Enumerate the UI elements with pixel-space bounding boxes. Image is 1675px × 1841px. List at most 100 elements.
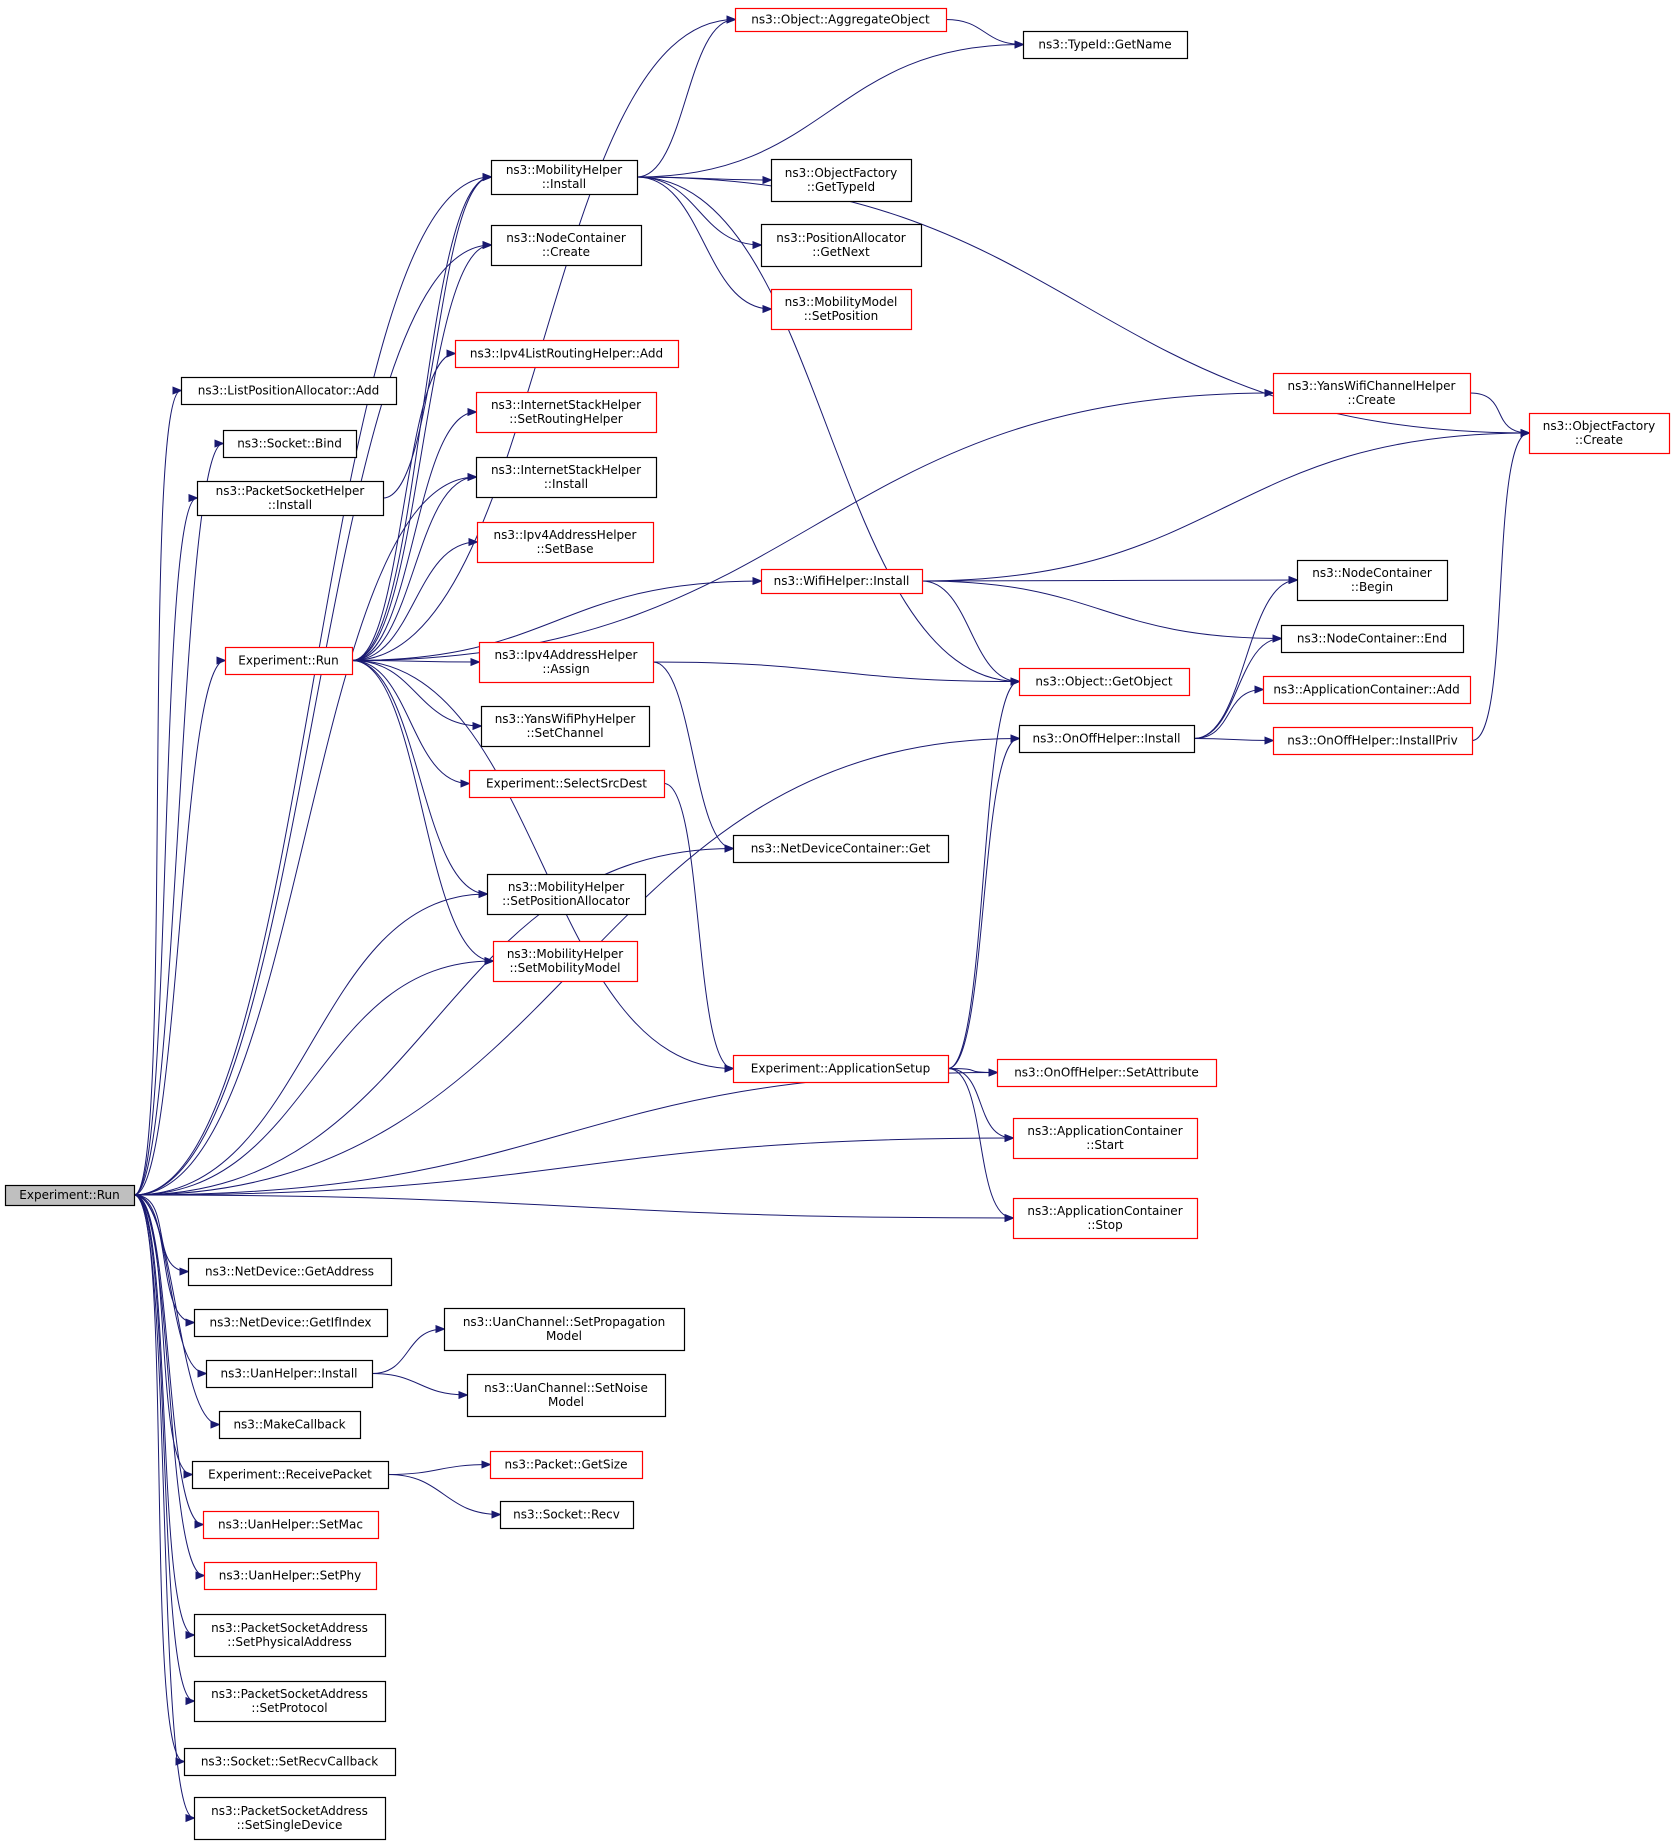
node-recvPacket[interactable]: Experiment::ReceivePacket [191, 1460, 390, 1490]
node-psaSetSingle[interactable]: ns3::PacketSocketAddress::SetSingleDevic… [193, 1796, 387, 1841]
node-box [1528, 412, 1671, 455]
node-ipv4LrhAdd[interactable]: ns3::Ipv4ListRoutingHelper::Add [454, 339, 680, 369]
edge-expRun2-to-mhSetPosAlloc [351, 660, 487, 895]
node-label: ns3::ApplicationContainer::Add [1273, 683, 1459, 697]
node-sockRecv[interactable]: ns3::Socket::Recv [499, 1500, 635, 1530]
node-box [490, 159, 639, 196]
node-label: Experiment::ReceivePacket [208, 1468, 372, 1482]
node-psaSetPhys[interactable]: ns3::PacketSocketAddress::SetPhysicalAdd… [193, 1613, 387, 1658]
edge-appSetup-to-oohSetAttr [947, 1068, 997, 1073]
node-box [193, 1680, 387, 1723]
node-ipv4AhSetBase[interactable]: ns3::Ipv4AddressHelper::SetBase [476, 521, 655, 564]
node-box [478, 641, 655, 684]
node-sockSetRecvCb[interactable]: ns3::Socket::SetRecvCallback [183, 1747, 397, 1777]
node-mhSetPosAlloc[interactable]: ns3::MobilityHelper::SetPositionAllocato… [486, 873, 647, 916]
node-box [224, 646, 354, 676]
node-box [732, 1054, 950, 1084]
node-mhSetMobModel[interactable]: ns3::MobilityHelper::SetMobilityModel [492, 940, 639, 983]
node-ywphSetChannel[interactable]: ns3::YansWifiPhyHelper::SetChannel [480, 705, 651, 748]
node-ywchCreate[interactable]: ns3::YansWifiChannelHelper::Create [1272, 372, 1472, 415]
node-lpaAdd[interactable]: ns3::ListPositionAllocator::Add [180, 376, 398, 406]
edges-layer [133, 20, 1529, 1819]
node-uhSetMac[interactable]: ns3::UanHelper::SetMac [202, 1510, 380, 1540]
node-pktGetSize[interactable]: ns3::Packet::GetSize [489, 1450, 644, 1480]
node-box [489, 1450, 644, 1480]
edge-run-to-ncCreate [133, 245, 491, 1196]
edge-expRun2-to-mhInstall [351, 177, 491, 661]
node-acStart[interactable]: ns3::ApplicationContainer::Start [1012, 1117, 1199, 1160]
node-ncCreate[interactable]: ns3::NodeContainer::Create [490, 224, 643, 267]
node-typeIdName[interactable]: ns3::TypeId::GetName [1022, 30, 1189, 60]
node-uhSetPhy[interactable]: ns3::UanHelper::SetPhy [203, 1561, 378, 1591]
node-aggObj[interactable]: ns3::Object::AggregateObject [734, 7, 948, 33]
edge-run-to-ndGetIfIndex [133, 1194, 194, 1323]
node-mmSetPos[interactable]: ns3::MobilityModel::SetPosition [770, 288, 913, 331]
node-oohInstall[interactable]: ns3::OnOffHelper::Install [1018, 724, 1196, 754]
node-label: ns3::UanHelper::SetPhy [219, 1569, 362, 1583]
node-wifiInstall[interactable]: ns3::WifiHelper::Install [760, 568, 924, 595]
node-label: ns3::InternetStackHelper [491, 398, 641, 412]
node-selectSrcDest[interactable]: Experiment::SelectSrcDest [468, 769, 666, 799]
node-makeCallback[interactable]: ns3::MakeCallback [218, 1410, 362, 1440]
node-mhInstall[interactable]: ns3::MobilityHelper::Install [490, 159, 639, 196]
node-label: ::Start [1086, 1138, 1124, 1152]
edge-expRun2-to-mhSetMobModel [351, 660, 493, 962]
node-expRun2[interactable]: Experiment::Run [224, 646, 354, 676]
node-label: Model [548, 1395, 584, 1409]
node-ncBegin[interactable]: ns3::NodeContainer::Begin [1296, 559, 1449, 602]
node-ishInstall[interactable]: ns3::InternetStackHelper::Install [475, 456, 658, 499]
edge-run-to-expRun2 [133, 661, 225, 1196]
node-psaSetProto[interactable]: ns3::PacketSocketAddress::SetProtocol [193, 1680, 387, 1723]
node-label: ns3::YansWifiPhyHelper [495, 712, 636, 726]
edge-ipv4AhAssign-to-ndcGet [652, 661, 733, 849]
edge-run-to-mhSetPosAlloc [133, 894, 487, 1196]
node-ndcGet[interactable]: ns3::NetDeviceContainer::Get [732, 834, 950, 864]
node-box [468, 769, 666, 799]
node-box [1262, 675, 1472, 705]
node-box [760, 223, 923, 268]
node-label: ::Begin [1351, 580, 1393, 594]
node-pshInstall[interactable]: ns3::PacketSocketHelper::Install [196, 480, 385, 517]
node-ipv4AhAssign[interactable]: ns3::Ipv4AddressHelper::Assign [478, 641, 655, 684]
edge-expRun2-to-ipv4AhSetBase [351, 542, 477, 661]
node-label: ns3::Object::GetObject [1035, 675, 1173, 689]
node-oohInstallPriv[interactable]: ns3::OnOffHelper::InstallPriv [1272, 726, 1474, 756]
node-box [1012, 1117, 1199, 1160]
node-label: ns3::OnOffHelper::SetAttribute [1014, 1066, 1199, 1080]
node-sockBind[interactable]: ns3::Socket::Bind [222, 429, 358, 459]
edge-wifiInstall-to-objGetObject [921, 580, 1019, 682]
node-label: ::SetSingleDevice [237, 1818, 343, 1832]
node-oohSetAttr[interactable]: ns3::OnOffHelper::SetAttribute [996, 1058, 1218, 1088]
node-box [205, 1359, 374, 1389]
edge-run-to-mhSetMobModel [133, 961, 493, 1196]
node-ishSetRouting[interactable]: ns3::InternetStackHelper::SetRoutingHelp… [475, 391, 658, 434]
edge-expRun2-to-selectSrcDest [351, 660, 469, 784]
node-label: ns3::Packet::GetSize [505, 1458, 628, 1472]
node-label: ::Stop [1087, 1218, 1122, 1232]
node-ndGetAddress[interactable]: ns3::NetDevice::GetAddress [187, 1257, 393, 1287]
node-label: ns3::ObjectFactory [785, 166, 898, 180]
edge-oohInstall-to-acAdd [1193, 690, 1263, 739]
node-ofCreate[interactable]: ns3::ObjectFactory::Create [1528, 412, 1671, 455]
node-objGetObject[interactable]: ns3::Object::GetObject [1018, 667, 1191, 697]
node-label: ns3::UanHelper::SetMac [218, 1518, 363, 1532]
node-label: ns3::NetDevice::GetIfIndex [210, 1316, 372, 1330]
node-acAdd[interactable]: ns3::ApplicationContainer::Add [1262, 675, 1472, 705]
node-appSetup[interactable]: Experiment::ApplicationSetup [732, 1054, 950, 1084]
node-paGetNext[interactable]: ns3::PositionAllocator::GetNext [760, 223, 923, 268]
node-acStop[interactable]: ns3::ApplicationContainer::Stop [1012, 1197, 1199, 1240]
node-ofGetTypeId[interactable]: ns3::ObjectFactory::GetTypeId [770, 158, 913, 203]
edge-run-to-acStart [133, 1138, 1013, 1196]
node-uhInstall[interactable]: ns3::UanHelper::Install [205, 1359, 374, 1389]
node-label: ns3::Socket::Recv [513, 1508, 620, 1522]
edge-oohInstallPriv-to-ofCreate [1471, 433, 1529, 741]
node-ncEnd[interactable]: ns3::NodeContainer::End [1280, 624, 1465, 654]
node-label: ::GetTypeId [807, 180, 875, 194]
node-box [732, 834, 950, 864]
node-ndGetIfIndex[interactable]: ns3::NetDevice::GetIfIndex [193, 1308, 389, 1338]
node-box [1280, 624, 1465, 654]
node-label: ::SetPosition [804, 309, 879, 323]
edge-run-to-mhInstall [133, 177, 491, 1196]
